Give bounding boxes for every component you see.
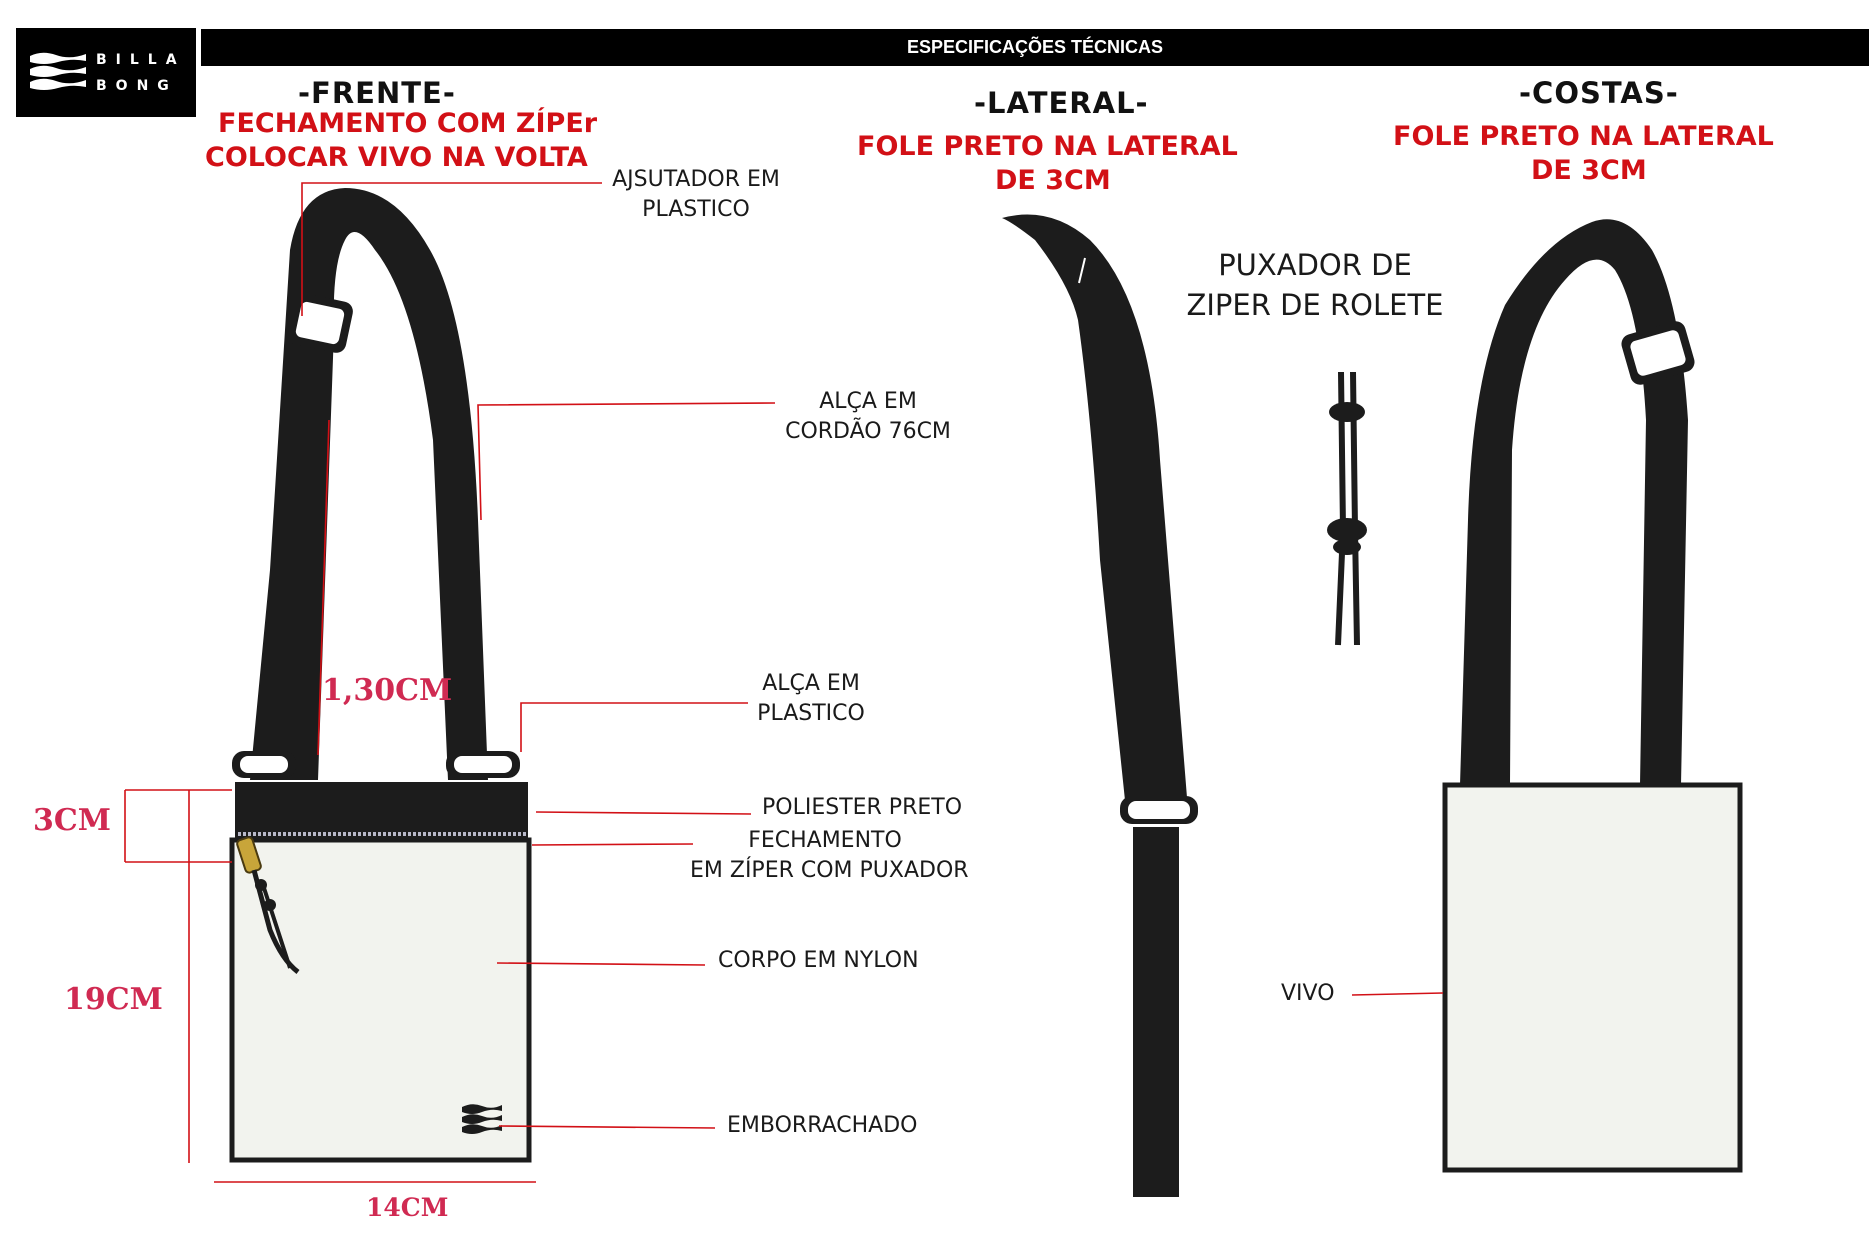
roller-puller-icon	[1327, 371, 1367, 646]
side-adjuster	[1120, 796, 1198, 824]
callout-strap-line-1: ALÇA EM	[819, 389, 917, 414]
callout-puller-line-2: ZIPER DE ROLETE	[1186, 288, 1444, 322]
view-title-back: -COSTAS-	[1519, 76, 1679, 110]
callout-strap: ALÇA EM CORDÃO 76CM	[778, 387, 958, 447]
back-note-line-2: DE 3CM	[1531, 155, 1647, 186]
brand-line-2: BONG	[96, 78, 178, 94]
callout-closure-line-2: EM ZÍPER COM PUXADOR	[690, 858, 969, 883]
header-bar: ESPECIFICAÇÕES TÉCNICAS	[201, 29, 1869, 66]
brand-logo: BILLA BONG	[16, 28, 196, 117]
view-title-side: -LATERAL-	[974, 86, 1149, 120]
handle-loop-left	[232, 751, 296, 778]
callout-adjuster-line-1: AJSUTADOR EM	[612, 167, 780, 192]
callout-body: CORPO EM NYLON	[718, 948, 919, 973]
callout-polyester: POLIESTER PRETO	[762, 795, 963, 820]
callout-closure: FECHAMENTO EM ZÍPER COM PUXADOR	[690, 826, 969, 886]
side-note-line-1: FOLE PRETO NA LATERAL	[857, 131, 1238, 162]
adjuster-back	[1621, 321, 1695, 385]
front-callout-lines	[124, 182, 776, 1183]
side-gusset	[1133, 827, 1179, 1197]
dimension-height: 19CM	[64, 982, 163, 1017]
front-body	[229, 837, 532, 1163]
side-strap-highlight	[1078, 257, 1086, 284]
callout-adjuster: AJSUTADOR EM PLASTICO	[606, 165, 786, 225]
handle-loop-right	[446, 751, 520, 778]
front-note-line-1: FECHAMENTO COM ZÍPEr	[218, 108, 598, 139]
zipper-puller-front	[236, 836, 300, 974]
callout-puller: PUXADOR DE ZIPER DE ROLETE	[1180, 245, 1450, 325]
callout-puller-line-1: PUXADOR DE	[1218, 248, 1412, 282]
side-strap	[1002, 214, 1188, 810]
piping-callout-line	[1351, 992, 1444, 996]
side-note-line-2: DE 3CM	[995, 165, 1111, 196]
dimension-width: 14CM	[366, 1193, 449, 1222]
callout-rubber: EMBORRACHADO	[727, 1113, 918, 1138]
adjuster-front	[287, 293, 353, 353]
front-note-line-2: COLOCAR VIVO NA VOLTA	[205, 142, 588, 173]
callout-handle-line-1: ALÇA EM	[762, 671, 860, 696]
back-strap	[1460, 219, 1688, 785]
page-title: ESPECIFICAÇÕES TÉCNICAS	[906, 37, 1164, 57]
polyester-band	[235, 782, 528, 840]
rubber-logo-icon	[462, 1104, 502, 1134]
callout-strap-line-2: CORDÃO 76CM	[785, 419, 951, 444]
back-body	[1442, 782, 1743, 1173]
dimension-gusset: 3CM	[33, 803, 111, 838]
callout-handle-line-2: PLASTICO	[757, 701, 865, 726]
callout-closure-line-1: FECHAMENTO	[748, 828, 902, 853]
wave-logo-icon	[30, 52, 86, 90]
dimension-strap-length: 1,30CM	[322, 673, 453, 708]
back-note-line-1: FOLE PRETO NA LATERAL	[1393, 121, 1774, 152]
callout-piping: VIVO	[1281, 981, 1335, 1006]
callout-handle: ALÇA EM PLASTICO	[746, 669, 876, 729]
callout-adjuster-line-2: PLASTICO	[642, 197, 750, 222]
brand-line-1: BILLA	[96, 52, 186, 68]
view-title-front: -FRENTE-	[298, 76, 456, 110]
